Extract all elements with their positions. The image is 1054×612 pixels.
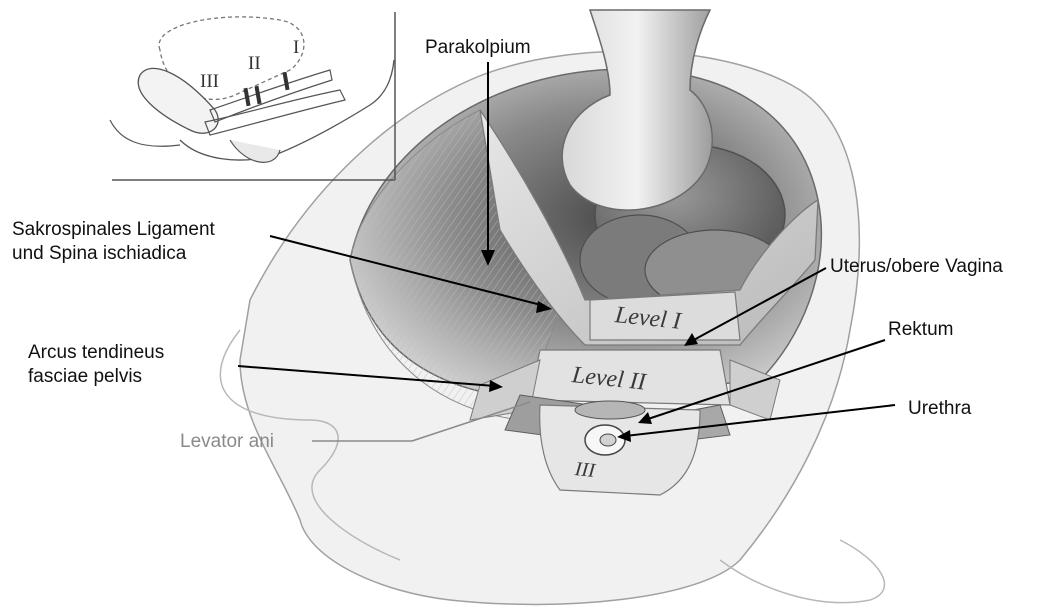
inset-numeral-iii: III	[200, 71, 219, 93]
label-urethra: Urethra	[908, 397, 971, 421]
label-rektum: Rektum	[888, 318, 953, 342]
label-sakrospinales-line1: Sakrospinales Ligament	[12, 218, 215, 242]
inset-numeral-i: I	[293, 37, 299, 59]
label-arcus-line1: Arcus tendineus	[28, 341, 164, 365]
vaginal-tube	[562, 10, 712, 210]
urethra-opening	[585, 425, 625, 455]
level-three-tag: III	[574, 458, 596, 483]
inset-schematic	[110, 12, 395, 180]
label-sakrospinales-line2: und Spina ischiadica	[12, 242, 215, 266]
label-uterus: Uterus/obere Vagina	[830, 255, 1003, 279]
inset-numeral-ii: II	[248, 53, 261, 75]
rektum-opening	[575, 401, 645, 419]
label-levator: Levator ani	[180, 430, 274, 454]
label-sakrospinales: Sakrospinales Ligament und Spina ischiad…	[12, 218, 215, 266]
label-arcus-line2: fasciae pelvis	[28, 365, 164, 389]
label-arcus: Arcus tendineus fasciae pelvis	[28, 341, 164, 389]
label-parakolpium: Parakolpium	[425, 36, 531, 60]
